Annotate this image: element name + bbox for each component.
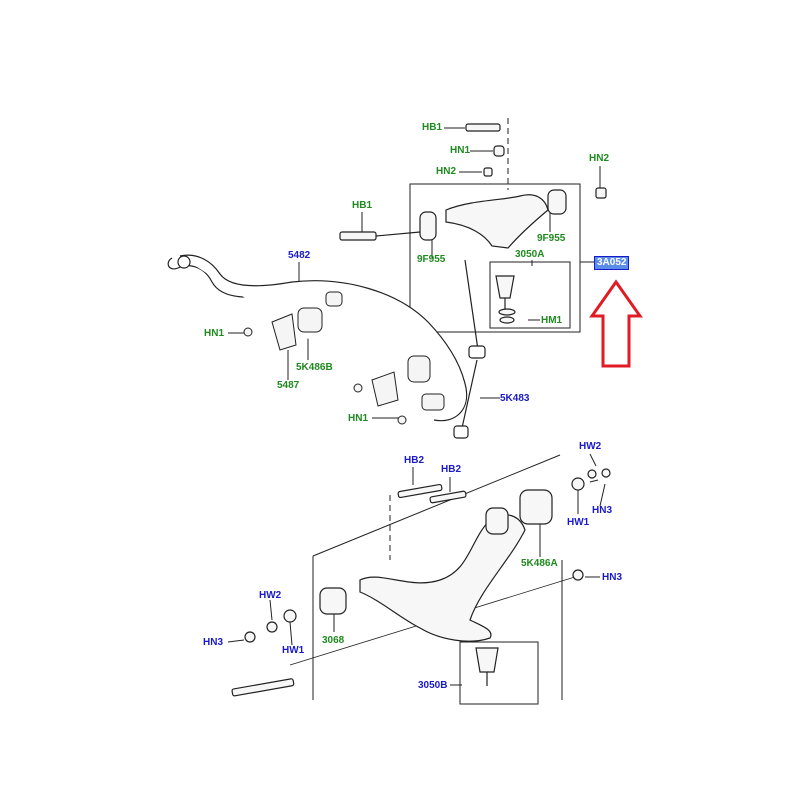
label-9f955-left: 9F955 [417, 254, 446, 265]
stabilizer-link [453, 259, 486, 439]
bar-clamp-left [243, 291, 445, 425]
label-hw1-right: HW1 [567, 517, 590, 528]
lower-group-line-top [312, 454, 561, 557]
label-hn1-top: HN1 [450, 145, 471, 156]
label-hn2-right: HN2 [589, 153, 610, 164]
label-hn2-top: HN2 [436, 166, 457, 177]
label-9f955-right: 9F955 [537, 233, 566, 244]
lower-control-arm [231, 468, 611, 697]
label-hn1-left: HN1 [204, 328, 225, 339]
label-hn3-right-top: HN3 [592, 505, 613, 516]
label-5k483: 5K483 [500, 393, 530, 404]
label-hw2-right: HW2 [579, 441, 602, 452]
upper-control-arm [339, 123, 607, 324]
label-hn3-right-mid: HN3 [602, 572, 623, 583]
label-hw2-left: HW2 [259, 590, 282, 601]
label-hb2-b: HB2 [441, 464, 462, 475]
lower-balljoint-box [459, 641, 539, 705]
red-arrow-icon [589, 279, 643, 368]
label-5487: 5487 [277, 380, 300, 391]
label-3050a: 3050A [515, 249, 545, 260]
label-hn3-left: HN3 [203, 637, 224, 648]
label-hb1-left: HB1 [352, 200, 373, 211]
label-3068: 3068 [322, 635, 345, 646]
label-hb2-a: HB2 [404, 455, 425, 466]
label-hb1-top: HB1 [422, 122, 443, 133]
label-3a052-highlighted[interactable]: 3A052 [594, 256, 630, 270]
label-5k486a: 5K486A [521, 558, 558, 569]
label-5482: 5482 [288, 250, 311, 261]
label-5k486b: 5K486B [296, 362, 333, 373]
upper-balljoint-box [489, 261, 571, 329]
label-hn1-lower: HN1 [348, 413, 369, 424]
label-hw1-left: HW1 [282, 645, 305, 656]
upper-arm-group-box [409, 183, 581, 333]
label-3050b: 3050B [418, 680, 448, 691]
label-hm1: HM1 [541, 315, 563, 326]
